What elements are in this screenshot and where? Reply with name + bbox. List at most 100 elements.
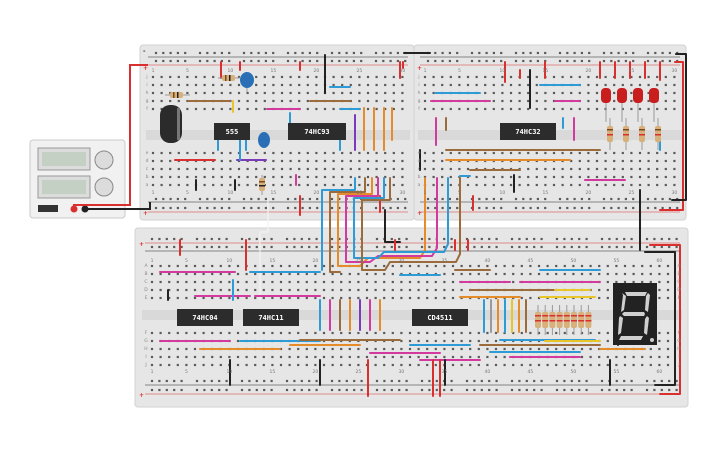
breadboard-hole[interactable] [641,264,644,268]
breadboard-hole[interactable] [673,83,676,87]
breadboard-hole[interactable] [432,91,435,95]
breadboard-hole[interactable] [322,347,326,351]
breadboard-hole[interactable] [623,355,627,359]
breadboard-hole[interactable] [315,75,318,79]
rail-hole[interactable] [360,379,363,383]
breadboard-hole[interactable] [185,363,188,367]
breadboard-hole[interactable] [159,264,162,268]
breadboard-hole[interactable] [466,83,470,87]
breadboard-hole[interactable] [552,107,556,111]
breadboard-hole[interactable] [297,272,300,276]
breadboard-hole[interactable] [392,75,395,79]
breadboard-hole[interactable] [460,339,463,343]
breadboard-hole[interactable] [236,331,240,335]
breadboard-hole[interactable] [451,288,455,292]
rail-hole[interactable] [360,59,363,63]
breadboard-hole[interactable] [391,363,394,367]
breadboard-hole[interactable] [383,331,386,335]
breadboard-hole[interactable] [630,83,633,87]
breadboard-hole[interactable] [434,264,437,268]
breadboard-hole[interactable] [664,151,667,155]
breadboard-hole[interactable] [578,107,581,111]
rail-hole[interactable] [255,245,258,249]
breadboard-hole[interactable] [466,75,470,79]
breadboard-hole[interactable] [357,288,360,292]
breadboard-hole[interactable] [392,175,395,179]
breadboard-hole[interactable] [484,91,487,95]
rail-hole[interactable] [218,237,221,241]
rail-hole[interactable] [544,59,547,63]
breadboard-hole[interactable] [423,151,427,155]
breadboard-hole[interactable] [432,151,435,155]
breadboard-hole[interactable] [441,159,444,163]
rail-hole[interactable] [488,245,491,249]
breadboard-hole[interactable] [469,331,472,335]
breadboard-hole[interactable] [236,272,240,276]
breadboard-hole[interactable] [366,159,370,163]
rail-hole[interactable] [308,59,311,63]
breadboard-hole[interactable] [237,167,241,171]
breadboard-hole[interactable] [449,175,452,179]
rail-hole[interactable] [154,59,158,63]
breadboard-hole[interactable] [236,288,240,292]
rail-hole[interactable] [285,388,289,392]
breadboard-hole[interactable] [535,99,538,103]
breadboard-hole[interactable] [305,272,308,276]
breadboard-hole[interactable] [176,272,179,276]
breadboard-hole[interactable] [254,280,257,284]
breadboard-hole[interactable] [228,280,231,284]
rail-hole[interactable] [563,237,566,241]
rail-hole[interactable] [485,59,488,63]
rail-hole[interactable] [150,388,154,392]
breadboard-hole[interactable] [613,159,616,163]
breadboard-hole[interactable] [552,91,556,95]
breadboard-hole[interactable] [279,288,283,292]
breadboard-hole[interactable] [357,296,360,300]
breadboard-hole[interactable] [647,175,650,179]
breadboard-hole[interactable] [211,272,214,276]
rail-hole[interactable] [566,59,569,63]
breadboard-hole[interactable] [279,280,283,284]
breadboard-hole[interactable] [349,175,352,179]
rail-hole[interactable] [580,206,583,210]
breadboard-hole[interactable] [272,91,275,95]
breadboard-hole[interactable] [323,183,327,187]
breadboard-hole[interactable] [561,175,564,179]
breadboard-hole[interactable] [272,183,275,187]
rail-hole[interactable] [345,379,348,383]
breadboard-hole[interactable] [358,99,361,103]
breadboard-hole[interactable] [673,159,676,163]
breadboard-hole[interactable] [443,331,446,335]
breadboard-hole[interactable] [211,280,214,284]
rail-hole[interactable] [248,388,251,392]
rail-hole[interactable] [225,245,228,249]
breadboard-hole[interactable] [331,296,334,300]
breadboard-hole[interactable] [623,272,627,276]
breadboard-hole[interactable] [492,183,495,187]
breadboard-hole[interactable] [417,296,420,300]
breadboard-hole[interactable] [604,175,607,179]
rail-hole[interactable] [272,197,275,201]
breadboard-hole[interactable] [656,107,659,111]
breadboard-hole[interactable] [606,339,609,343]
breadboard-hole[interactable] [193,272,197,276]
breadboard-hole[interactable] [477,331,480,335]
breadboard-hole[interactable] [254,264,257,268]
breadboard-hole[interactable] [341,159,344,163]
breadboard-hole[interactable] [501,99,504,103]
rail-hole[interactable] [533,388,536,392]
rail-hole[interactable] [184,197,187,201]
breadboard-hole[interactable] [392,83,395,87]
breadboard-hole[interactable] [537,331,541,335]
breadboard-hole[interactable] [546,264,549,268]
rail-hole[interactable] [478,51,481,55]
breadboard-hole[interactable] [358,75,361,79]
breadboard-hole[interactable] [306,99,309,103]
breadboard-hole[interactable] [186,151,189,155]
rail-hole[interactable] [158,237,161,241]
breadboard-hole[interactable] [570,91,573,95]
breadboard-hole[interactable] [348,280,351,284]
rail-hole[interactable] [668,206,671,210]
rail-hole[interactable] [228,51,231,55]
breadboard-hole[interactable] [460,272,463,276]
